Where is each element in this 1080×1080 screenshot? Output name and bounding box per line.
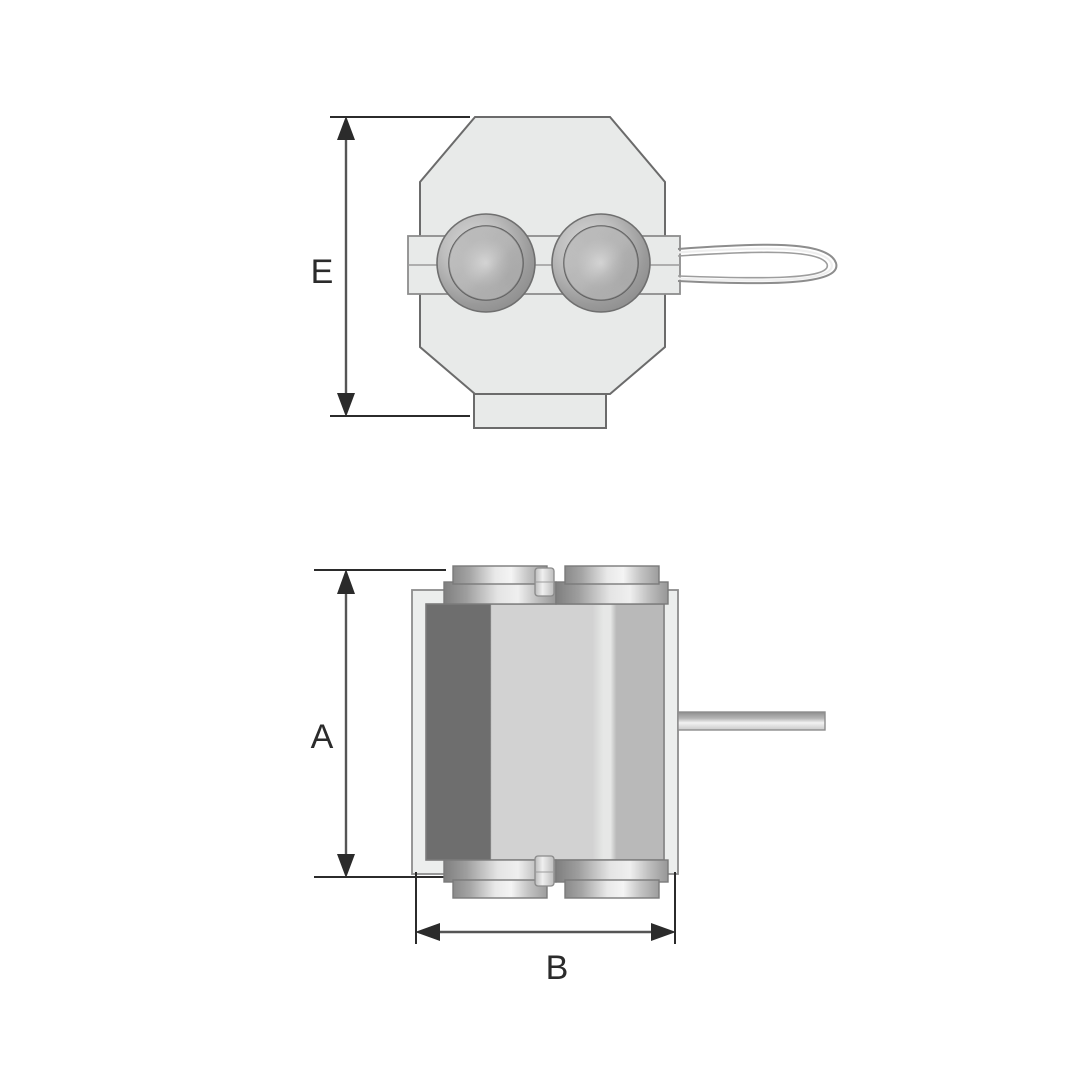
cap-top-left-tier1 <box>452 565 548 585</box>
a-arrowhead-top <box>337 569 355 594</box>
wire-outer-strand <box>677 243 838 285</box>
knob-right[interactable] <box>551 213 651 313</box>
center-pin-bottom-body <box>534 855 555 887</box>
cap-top-right <box>555 565 669 605</box>
dimension-b: B <box>415 923 676 987</box>
cap-top-right-tier1 <box>564 565 660 585</box>
dimension-e: E <box>311 116 355 417</box>
cap-bottom-right-tier2 <box>555 859 669 883</box>
e-arrowhead-bottom <box>337 393 355 417</box>
a-arrowhead-bottom <box>337 854 355 878</box>
side-tab-body <box>677 711 826 731</box>
cap-top-left <box>443 565 557 605</box>
knob-left-sheen-b <box>449 226 523 300</box>
side-tab <box>677 711 826 731</box>
cap-bottom-right <box>555 859 669 899</box>
cap-top-right-tier2 <box>555 581 669 605</box>
knob-left[interactable] <box>436 213 536 313</box>
center-pin-top <box>534 567 555 597</box>
front-view: A <box>311 565 826 987</box>
wire-loop <box>677 243 838 285</box>
cap-bottom-right-tier1 <box>564 879 660 899</box>
dimension-label-a: A <box>311 718 334 756</box>
wire-highlight <box>677 247 833 282</box>
e-arrowhead-top <box>337 116 355 140</box>
knob-right-sheen-b <box>564 226 638 300</box>
wire-inner-strand <box>677 251 828 279</box>
cylinder-body <box>425 603 665 861</box>
cap-bottom-left <box>443 859 557 899</box>
dimension-label-b: B <box>546 949 569 987</box>
bottom-tab <box>473 393 607 429</box>
b-arrowhead-left <box>415 923 440 941</box>
b-arrowhead-right <box>651 923 676 941</box>
center-pin-bottom <box>534 855 555 887</box>
cap-bottom-left-tier1 <box>452 879 548 899</box>
dimension-a: A <box>311 569 355 878</box>
top-view: E <box>311 116 838 429</box>
dimension-label-e: E <box>311 253 334 291</box>
